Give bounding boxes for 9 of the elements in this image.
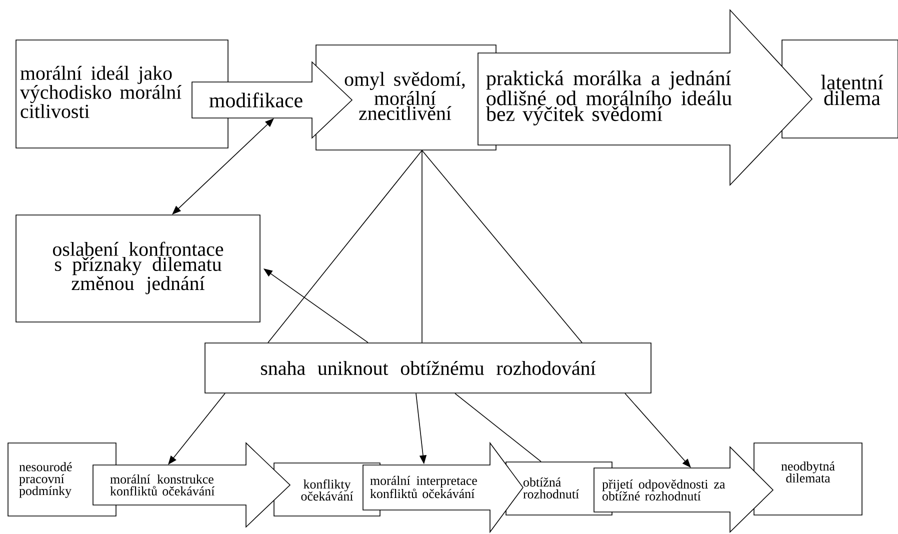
text-box: latentní dilema <box>782 40 898 138</box>
text-box: neodbytná dilemata <box>754 442 862 516</box>
block-arrow <box>192 61 353 139</box>
block-arrow <box>594 446 774 533</box>
text-box: snaha uniknout obtížnému rozhodování <box>204 342 652 394</box>
block-arrow <box>92 442 291 528</box>
text-box: oslabení konfrontace s příznaky dilematu změnou jednání <box>16 214 260 322</box>
block-arrow <box>362 442 524 534</box>
block-arrow <box>478 8 813 186</box>
